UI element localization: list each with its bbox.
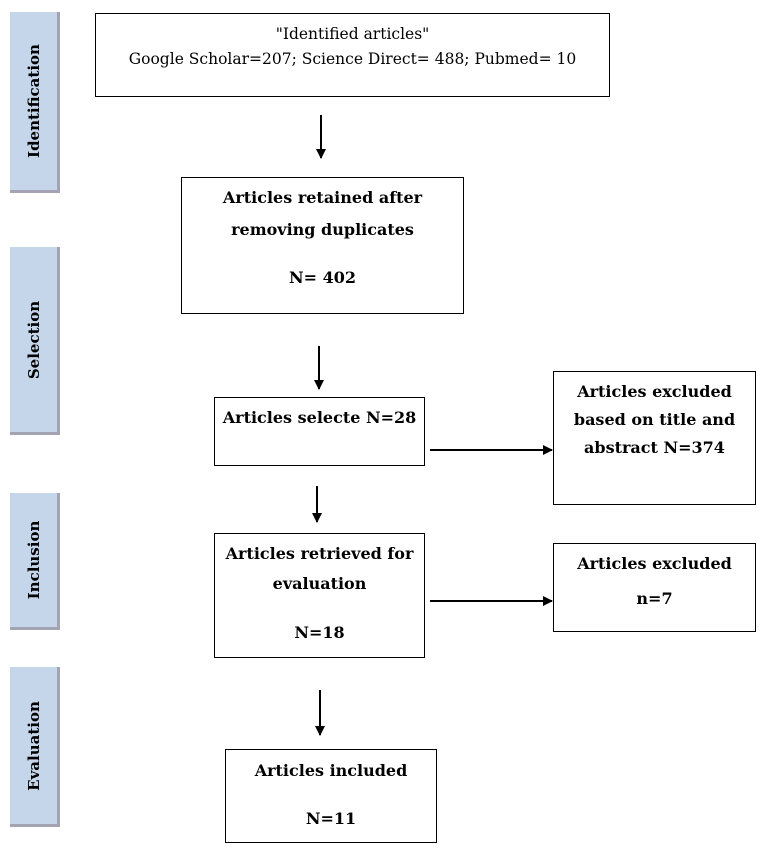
excluded-line1: Articles excluded xyxy=(577,554,732,573)
box-selected-articles: Articles selecte N=28 xyxy=(214,397,425,466)
excluded-title-line1: Articles excluded xyxy=(577,382,732,401)
stage-tab-identification: Identification xyxy=(10,12,60,193)
retained-line2: removing duplicates xyxy=(231,220,414,239)
box-excluded-articles: Articles excluded n=7 xyxy=(553,543,756,632)
selected-line1: Articles selecte N=28 xyxy=(222,408,417,427)
excluded-title-line3: abstract N=374 xyxy=(584,438,725,457)
box-identified-articles: "Identified articles" Google Scholar=207… xyxy=(95,13,610,97)
included-count: N=11 xyxy=(305,809,357,828)
stage-tab-evaluation: Evaluation xyxy=(10,667,60,827)
retrieved-count: N=18 xyxy=(294,623,345,642)
box-included-articles: Articles included N=11 xyxy=(225,749,437,843)
included-line1: Articles included xyxy=(254,761,408,780)
retrieved-line2: evaluation xyxy=(272,574,367,593)
retained-count: N= 402 xyxy=(289,268,356,287)
box-excluded-title-abstract: Articles excluded based on title and abs… xyxy=(553,371,756,505)
retrieved-line1: Articles retrieved for xyxy=(225,544,414,563)
box-retained-articles: Articles retained after removing duplica… xyxy=(181,177,464,314)
identified-detail: Google Scholar=207; Science Direct= 488;… xyxy=(128,50,577,68)
retained-line1: Articles retained after xyxy=(222,188,423,207)
identified-title: "Identified articles" xyxy=(275,25,430,43)
box-retrieved-articles: Articles retrieved for evaluation N=18 xyxy=(214,533,425,658)
excluded-line2: n=7 xyxy=(636,589,673,608)
excluded-title-line2: based on title and xyxy=(573,410,736,429)
stage-tab-inclusion: Inclusion xyxy=(10,493,60,630)
stage-tab-selection: Selection xyxy=(10,247,60,435)
